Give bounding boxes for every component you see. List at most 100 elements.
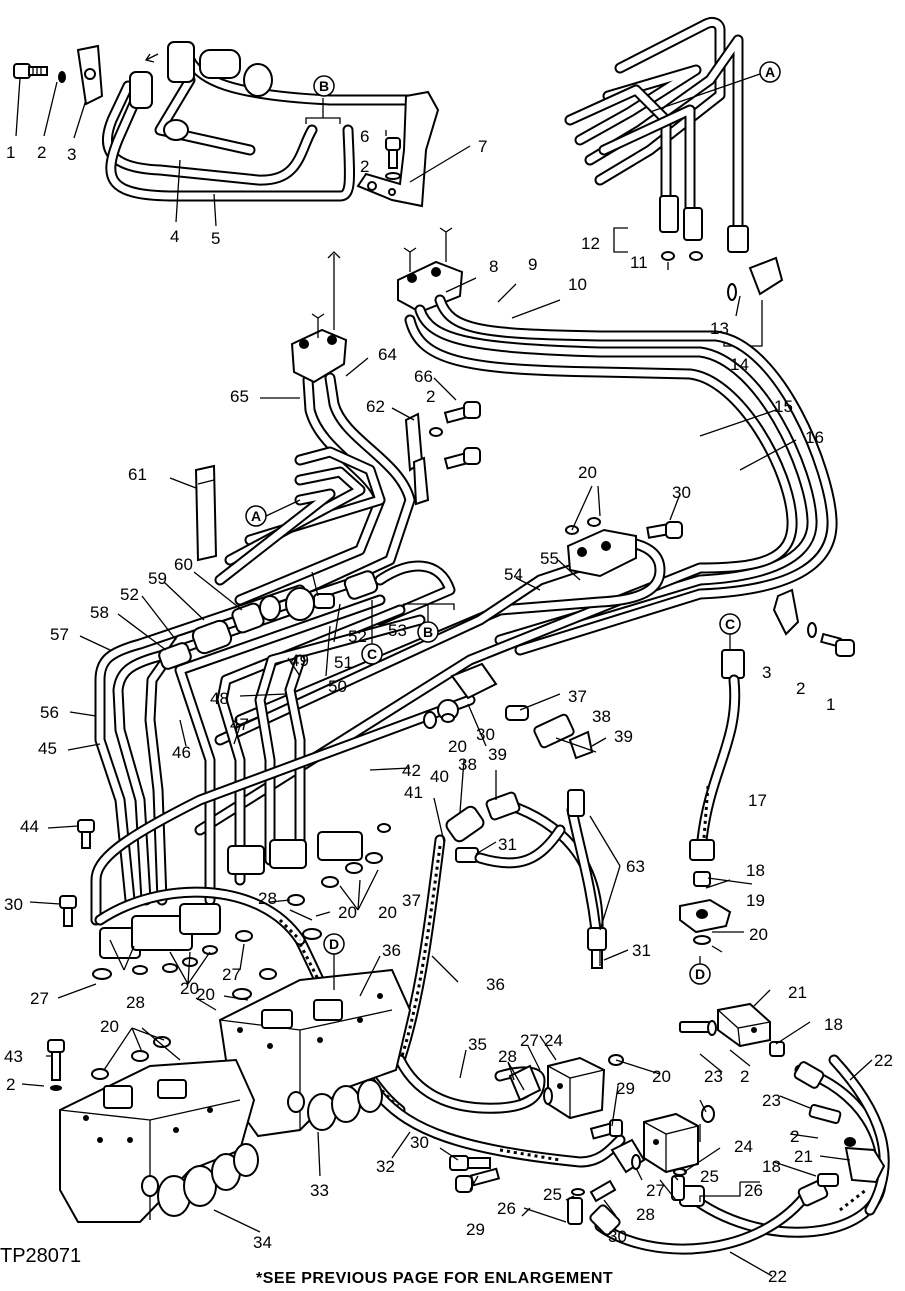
callout-44: 44 [20, 817, 39, 836]
callout-32: 32 [376, 1157, 395, 1176]
callout-62: 62 [366, 397, 385, 416]
callout-21: 21 [788, 983, 807, 1002]
callout-39-mid: 39 [488, 745, 507, 764]
callout-10: 10 [568, 275, 587, 294]
callout-55: 55 [540, 549, 559, 568]
callout-61: 61 [128, 465, 147, 484]
callout-22: 22 [874, 1051, 893, 1070]
callout-18-right: 18 [824, 1015, 843, 1034]
callout-47: 47 [230, 715, 249, 734]
valve-feed-lines [90, 401, 594, 926]
callout-38: 38 [592, 707, 611, 726]
callout-23: 23 [704, 1067, 723, 1086]
callout-4: 4 [170, 227, 179, 246]
callout-20-mid: 20 [448, 737, 467, 756]
callout-20-center: 20 [338, 903, 357, 922]
callout-5: 5 [211, 229, 220, 248]
marker-d-left: D [329, 936, 339, 952]
callout-29: 29 [616, 1079, 635, 1098]
callout-30-mid: 30 [476, 725, 495, 744]
marker-b-top: B [319, 78, 329, 94]
callout-54: 54 [504, 565, 523, 584]
callout-6: 6 [360, 127, 369, 146]
callout-23-right: 23 [762, 1091, 781, 1110]
callout-2-right: 2 [740, 1067, 749, 1086]
enlargement-footnote: *SEE PREVIOUS PAGE FOR ENLARGEMENT [256, 1270, 614, 1287]
control-valves [47, 713, 701, 1223]
callout-35: 35 [468, 1035, 487, 1054]
callout-29-low: 29 [466, 1220, 485, 1239]
callout-16: 16 [805, 428, 824, 447]
cap-screw-part [13, 63, 48, 79]
top-right-line-group [564, 16, 784, 347]
callout-53: 53 [388, 621, 407, 640]
callout-40: 40 [430, 767, 449, 786]
lock-washer-part [58, 71, 66, 83]
callout-2-mid: 2 [426, 387, 435, 406]
callout-31: 31 [498, 835, 517, 854]
callout-13: 13 [710, 319, 729, 338]
callout-26-left: 26 [497, 1199, 516, 1218]
callout-8: 8 [489, 257, 498, 276]
callout-14: 14 [730, 355, 749, 374]
callout-2-top: 2 [360, 157, 369, 176]
callout-25: 25 [700, 1167, 719, 1186]
callout-27-left: 27 [30, 989, 49, 1008]
callout-37: 37 [568, 687, 587, 706]
callout-12: 12 [581, 234, 600, 253]
callout-9: 9 [528, 255, 537, 274]
figure-id: TP28071 [0, 1245, 82, 1267]
callout-18-low: 18 [762, 1157, 781, 1176]
callout-20-lowmid: 20 [180, 979, 199, 998]
callout-leaders [15, 77, 873, 1277]
callout-2-right-low: 2 [790, 1127, 799, 1146]
callout-56: 56 [40, 703, 59, 722]
callout-22-bottom: 22 [768, 1267, 787, 1286]
callout-labels: 1 2 3 4 5 6 2 7 8 9 10 11 12 13 14 15 16… [4, 127, 893, 1286]
callout-2-right-mid: 2 [796, 679, 805, 698]
callout-33: 33 [310, 1181, 329, 1200]
callout-20-valve: 20 [100, 1017, 119, 1036]
callout-58: 58 [90, 603, 109, 622]
callout-20-top: 20 [578, 463, 597, 482]
callout-26: 26 [744, 1181, 763, 1200]
callout-48: 48 [210, 689, 229, 708]
callout-20-lowmid-b: 20 [196, 985, 215, 1004]
callout-27-mid: 27 [222, 965, 241, 984]
callout-15: 15 [774, 397, 793, 416]
marker-c-mid: C [367, 646, 377, 662]
callout-30-bottom: 30 [608, 1227, 627, 1246]
callout-38-mid: 38 [458, 755, 477, 774]
callout-24: 24 [544, 1031, 563, 1050]
callout-36-right: 36 [486, 975, 505, 994]
callout-34: 34 [253, 1233, 272, 1252]
callout-1: 1 [6, 143, 15, 162]
callout-31-right: 31 [632, 941, 651, 960]
callout-21-low: 21 [794, 1147, 813, 1166]
callout-2-left-low: 2 [6, 1075, 15, 1094]
marker-b-mid: B [423, 624, 433, 640]
callout-28-mid: 28 [258, 889, 277, 908]
callout-42: 42 [402, 761, 421, 780]
manifold-blocks [449, 1002, 886, 1225]
callout-20-block: 20 [652, 1067, 671, 1086]
callout-20-center-b: 20 [378, 903, 397, 922]
callout-41: 41 [404, 783, 423, 802]
callout-24-low: 24 [734, 1137, 753, 1156]
callout-30-top: 30 [672, 483, 691, 502]
callout-1-right: 1 [826, 695, 835, 714]
callout-20-right: 20 [749, 925, 768, 944]
reference-markers: B A A B C C D D [245, 61, 781, 990]
callout-66: 66 [414, 367, 433, 386]
callout-46: 46 [172, 743, 191, 762]
marker-a-left: A [251, 508, 261, 524]
callout-3: 3 [67, 145, 76, 164]
callout-27: 27 [520, 1031, 539, 1050]
callout-11: 11 [630, 253, 648, 272]
marker-c-right: C [725, 616, 735, 632]
callout-27-low: 27 [646, 1181, 665, 1200]
callout-30-low: 30 [410, 1133, 429, 1152]
callout-28-left: 28 [126, 993, 145, 1012]
callout-7: 7 [478, 137, 487, 156]
callout-2: 2 [37, 143, 46, 162]
